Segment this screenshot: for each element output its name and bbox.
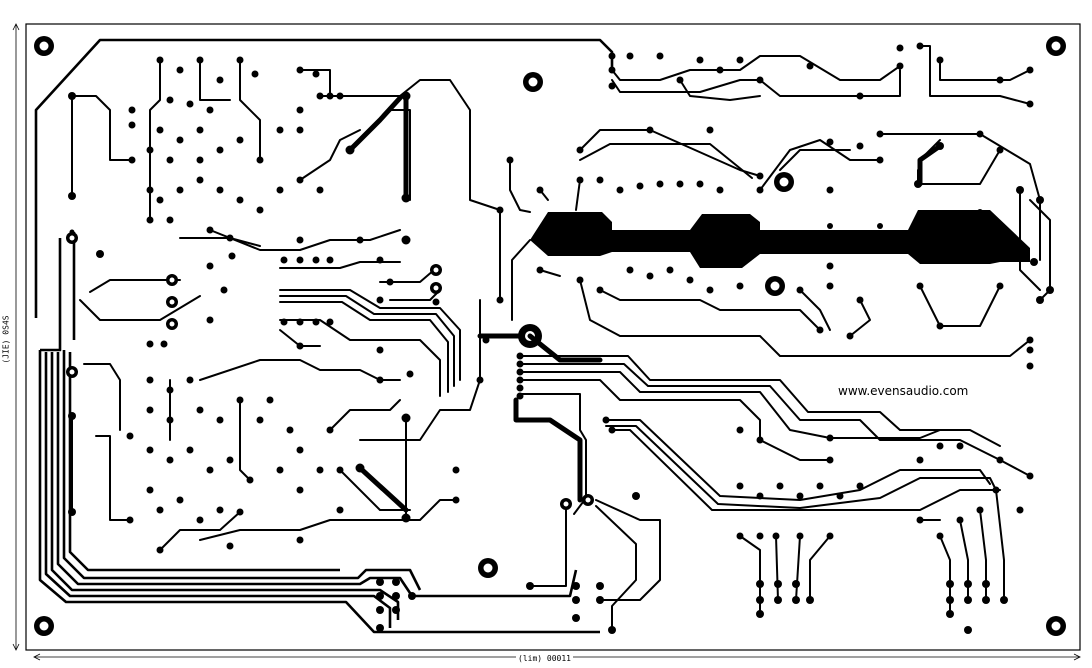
dimension-lines bbox=[12, 23, 1081, 661]
website-watermark: www.evensaudio.com bbox=[838, 384, 969, 398]
thick-traces bbox=[69, 93, 943, 513]
component-pads bbox=[66, 42, 1054, 634]
width-dimension-label: (lim) 00011 bbox=[516, 654, 573, 663]
height-dimension-label: (JIE) 0S4S bbox=[1, 313, 11, 366]
mounting-holes bbox=[34, 36, 1066, 636]
board-outline bbox=[25, 23, 1081, 651]
